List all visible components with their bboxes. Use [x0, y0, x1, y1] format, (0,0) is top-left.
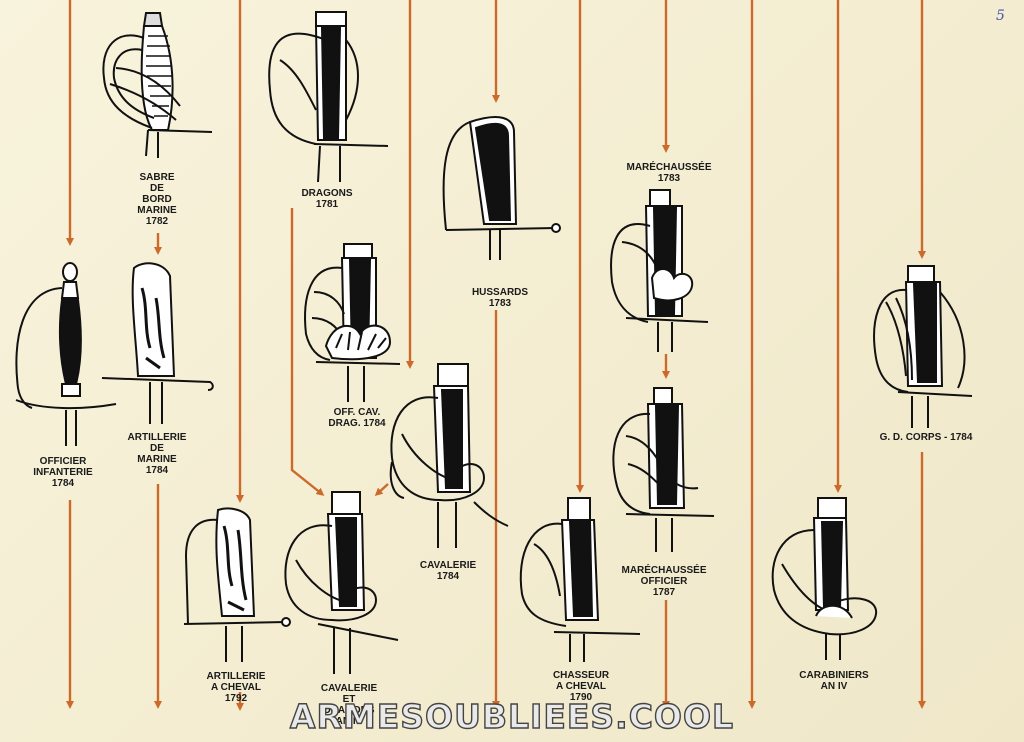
page-number: 5	[996, 8, 1005, 24]
sword-label-chasseur-cheval: CHASSEUR A CHEVAL 1790	[552, 670, 610, 703]
sword-label-carabiniers: CARABINIERS AN IV	[799, 670, 869, 692]
gd-corps-hilt-image	[873, 265, 973, 428]
sabre-marine-hilt-image	[102, 12, 213, 158]
sword-label-artillerie-marine: ARTILLERIE DE MARINE 1784	[127, 432, 187, 476]
sword-label-marechaussee-officier: MARÉCHAUSSÉE OFFICIER 1787	[621, 565, 707, 598]
artillerie-marine-hilt-image	[101, 262, 214, 424]
cavalerie-dragons-hilt-image	[284, 491, 399, 674]
sword-label-gd-corps: G. D. CORPS - 1784	[879, 432, 973, 443]
artillerie-cheval-hilt-image	[183, 507, 291, 662]
carabiniers-hilt-image	[771, 497, 878, 660]
off-cav-drag-hilt-image	[304, 243, 401, 402]
cavalerie-1784-hilt-image	[389, 363, 509, 548]
sword-label-hussards: HUSSARDS 1783	[471, 287, 529, 309]
sword-label-off-cav-drag: OFF. CAV. DRAG. 1784	[328, 407, 386, 429]
marechaussee-hilt-image	[610, 189, 709, 352]
watermark: ARMESOUBLIEES.COOL	[289, 696, 735, 736]
sword-label-marechaussee: MARÉCHAUSSÉE 1783	[626, 162, 712, 184]
sword-label-dragons: DRAGONS 1781	[301, 188, 353, 210]
sword-label-cavalerie-dragons: CAVALERIE ET DRAGONS AN IV	[320, 683, 378, 727]
chasseur-cheval-hilt-image	[519, 497, 641, 662]
sword-label-artillerie-cheval: ARTILLERIE A CHEVAL 1792	[206, 671, 266, 704]
sword-label-cavalerie-1784: CAVALERIE 1784	[419, 560, 477, 582]
officier-infanterie-hilt-image	[15, 262, 117, 446]
dragons-hilt-image	[268, 11, 389, 183]
sword-label-officier-infanterie: OFFICIER INFANTERIE 1784	[33, 456, 93, 489]
marechaussee-officier-hilt-image	[612, 387, 715, 552]
hussards-hilt-image	[442, 116, 561, 260]
sword-label-sabre-marine: SABRE DE BORD MARINE 1782	[137, 172, 177, 227]
